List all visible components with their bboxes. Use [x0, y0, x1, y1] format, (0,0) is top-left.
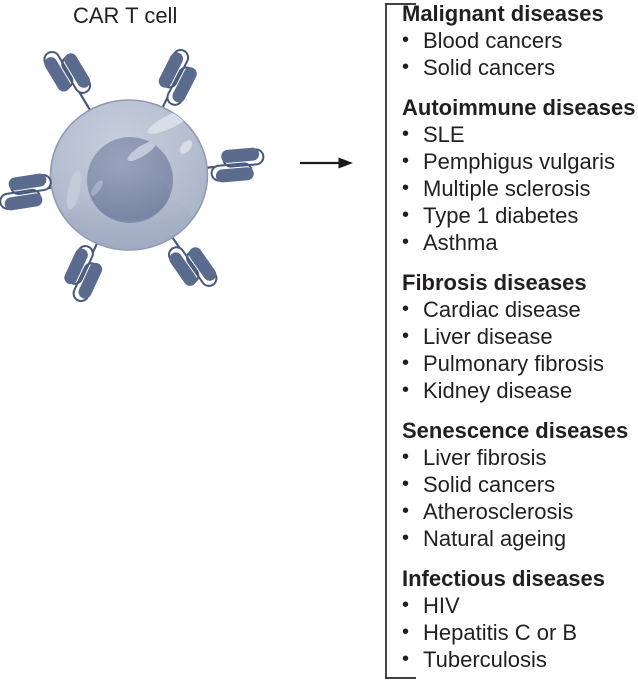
- bullet-icon: •: [402, 446, 410, 468]
- disease-section: Infectious diseases • HIV • Hepatitis C or …: [402, 565, 638, 673]
- disease-item: • HIV: [402, 592, 638, 619]
- disease-item-label: SLE: [423, 122, 465, 147]
- disease-list: Malignant diseases • Blood cancers • Solid …: [402, 0, 638, 673]
- section-items: • Cardiac disease • Liver disease • Pulmonary…: [402, 296, 638, 404]
- bullet-icon: •: [402, 379, 410, 401]
- disease-item: • Kidney disease: [402, 377, 638, 404]
- bullet-icon: •: [402, 177, 410, 199]
- bullet-icon: •: [402, 29, 410, 51]
- disease-item: • Liver disease: [402, 323, 638, 350]
- bracket: [385, 3, 416, 679]
- disease-item-label: Multiple sclerosis: [423, 176, 591, 201]
- disease-item-label: Pemphigus vulgaris: [423, 149, 615, 174]
- section-heading: Autoimmune diseases: [402, 95, 636, 120]
- disease-item-label: Natural ageing: [423, 526, 567, 551]
- section-heading: Malignant diseases: [402, 1, 604, 26]
- bullet-icon: •: [402, 621, 410, 643]
- section-items: • Blood cancers • Solid cancers: [402, 27, 638, 81]
- disease-item: • Natural ageing: [402, 525, 638, 552]
- section-items: • HIV • Hepatitis C or B • Tuberculosis: [402, 592, 638, 673]
- bullet-icon: •: [402, 123, 410, 145]
- bullet-icon: •: [402, 500, 410, 522]
- bullet-icon: •: [402, 352, 410, 374]
- car-receptor-icon: [150, 45, 206, 110]
- bullet-icon: •: [402, 325, 410, 347]
- disease-section: Autoimmune diseases • SLE • Pemphigus vulga…: [402, 94, 638, 256]
- disease-item: • Blood cancers: [402, 27, 638, 54]
- disease-item-label: Tuberculosis: [423, 647, 547, 672]
- disease-item-label: Blood cancers: [423, 28, 563, 53]
- car-receptor-icon: [38, 40, 96, 105]
- disease-item: • Asthma: [402, 229, 638, 256]
- disease-section: Fibrosis diseases • Cardiac disease • Liver…: [402, 269, 638, 404]
- disease-item: • Liver fibrosis: [402, 444, 638, 471]
- bullet-icon: •: [402, 204, 410, 226]
- disease-item-label: Pulmonary fibrosis: [423, 351, 604, 376]
- disease-item: • Cardiac disease: [402, 296, 638, 323]
- disease-item: • SLE: [402, 121, 638, 148]
- car-receptor-icon: [56, 241, 110, 306]
- disease-item-label: Atherosclerosis: [423, 499, 574, 524]
- disease-item-label: Asthma: [423, 230, 498, 255]
- arrow-right-icon: [300, 157, 353, 169]
- bullet-icon: •: [402, 298, 410, 320]
- disease-section: Senescence diseases • Liver fibrosis • Soli…: [402, 417, 638, 552]
- bullet-icon: •: [402, 527, 410, 549]
- bullet-icon: •: [402, 648, 410, 670]
- disease-item-label: Type 1 diabetes: [423, 203, 579, 228]
- disease-item: • Solid cancers: [402, 54, 638, 81]
- bullet-icon: •: [402, 594, 410, 616]
- disease-item: • Type 1 diabetes: [402, 202, 638, 229]
- disease-item: • Solid cancers: [402, 471, 638, 498]
- section-heading: Infectious diseases: [402, 566, 605, 591]
- disease-item: • Atherosclerosis: [402, 498, 638, 525]
- nucleus-highlights: [90, 140, 170, 220]
- disease-item-label: Liver disease: [423, 324, 553, 349]
- cell-body: [49, 99, 209, 251]
- bullet-icon: •: [402, 56, 410, 78]
- disease-item: • Pulmonary fibrosis: [402, 350, 638, 377]
- bullet-icon: •: [402, 150, 410, 172]
- disease-item: • Hepatitis C or B: [402, 619, 638, 646]
- bullet-icon: •: [402, 473, 410, 495]
- cell-label: CAR T cell: [73, 3, 178, 28]
- car-receptor-icon: [208, 145, 267, 185]
- disease-item-label: Kidney disease: [423, 378, 573, 403]
- disease-item-label: Liver fibrosis: [423, 445, 547, 470]
- disease-item-label: HIV: [423, 593, 460, 618]
- section-items: • Liver fibrosis • Solid cancers • Atheroscle…: [402, 444, 638, 552]
- disease-item-label: Solid cancers: [423, 55, 556, 80]
- disease-item-label: Solid cancers: [423, 472, 556, 497]
- disease-item-label: Hepatitis C or B: [423, 620, 578, 645]
- disease-item: • Multiple sclerosis: [402, 175, 638, 202]
- section-heading: Senescence diseases: [402, 418, 629, 443]
- disease-item: • Pemphigus vulgaris: [402, 148, 638, 175]
- section-items: • SLE • Pemphigus vulgaris • Multiple scleros…: [402, 121, 638, 256]
- section-heading: Fibrosis diseases: [402, 270, 587, 295]
- disease-item-label: Cardiac disease: [423, 297, 581, 322]
- car-receptor-icon: [0, 170, 56, 213]
- disease-item: • Tuberculosis: [402, 646, 638, 673]
- car-receptor-icon: [163, 234, 223, 299]
- bullet-icon: •: [402, 231, 410, 253]
- disease-section: Malignant diseases • Blood cancers • Solid …: [402, 0, 638, 81]
